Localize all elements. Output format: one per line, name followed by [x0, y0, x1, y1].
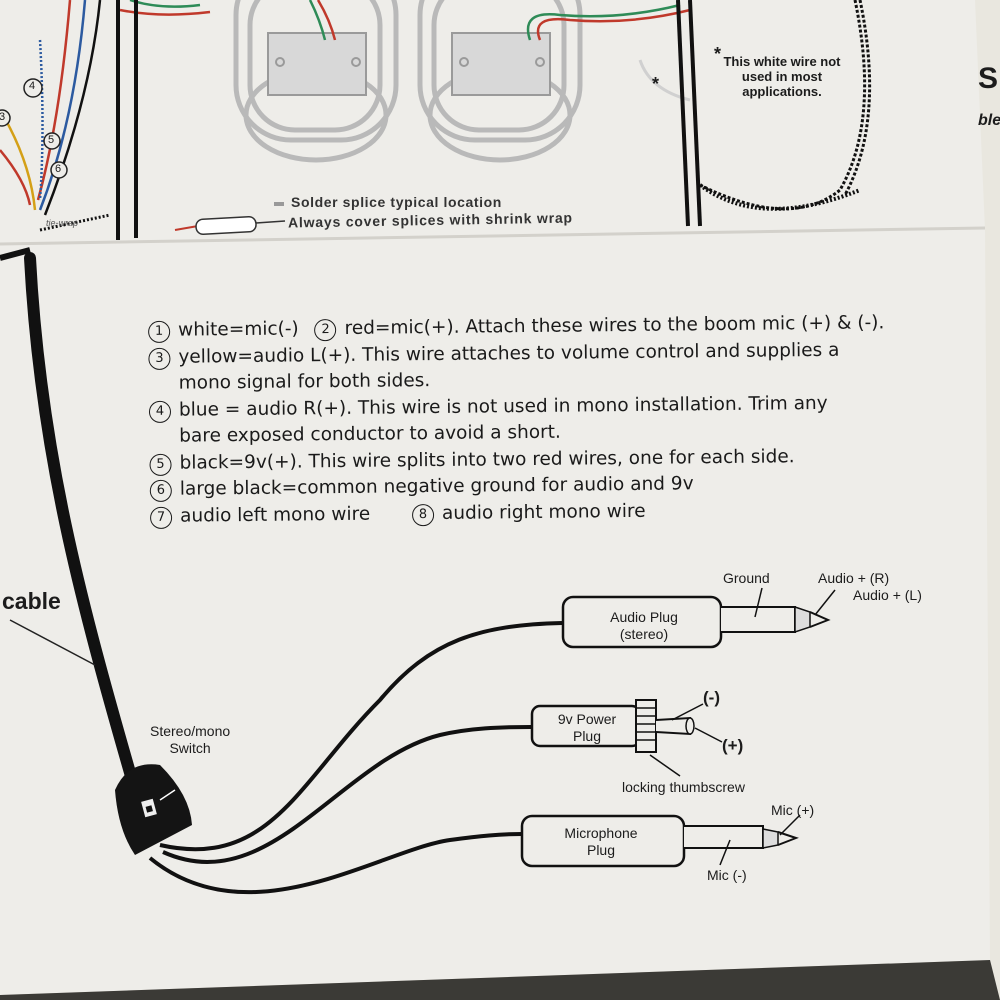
audio-r-label: Audio + (R)	[818, 570, 890, 586]
power-neg-label: (-)	[703, 688, 720, 707]
callout-5: 5	[48, 134, 55, 146]
power-pos-label: (+)	[722, 736, 744, 755]
white-wire-asterisk: *	[714, 44, 722, 64]
audio-plug-drawing	[561, 587, 836, 649]
power-plug-drawing	[530, 699, 723, 777]
top-callout-circles	[0, 78, 68, 179]
mic-plug-drawing	[520, 814, 801, 868]
legend-text: red=mic(+). Attach these wires to the bo…	[344, 312, 885, 339]
legend-num: 7	[149, 506, 173, 529]
legend-num: 4	[148, 400, 172, 423]
bottom-shadow	[0, 960, 1000, 1000]
cable-label: cable	[2, 588, 61, 614]
mic-neg-label: Mic (-)	[707, 867, 747, 883]
splice-icons	[174, 202, 286, 235]
callout-4: 4	[29, 80, 36, 92]
main-cable	[24, 252, 141, 796]
callout-6: 6	[55, 163, 62, 175]
wire-color-legend: 1 white=mic(-) 2 red=mic(+). Attach these …	[148, 310, 884, 530]
legend-text: audio left mono wire	[179, 503, 371, 527]
legend-num: 2	[314, 319, 337, 342]
cable-leader	[9, 619, 96, 666]
mic-plug-label: Microphone Plug	[564, 825, 638, 858]
legend-num: 8	[411, 503, 435, 526]
legend-text: white=mic(-)	[178, 318, 299, 341]
white-wire-note: This white wire not used in most applica…	[723, 54, 841, 99]
switch-label: Stereo/mono Switch	[150, 723, 231, 756]
white-wire-asterisk-2: *	[652, 74, 660, 94]
edge-fragment-ble: ble	[978, 112, 1000, 129]
power-plug-label: 9v Power Plug	[557, 711, 617, 744]
legend-num: 5	[149, 453, 172, 476]
tie-wrap-label: tie-wrap	[46, 218, 79, 228]
mic-pos-label: Mic (+)	[771, 802, 815, 818]
speaker-boards	[267, 32, 551, 96]
legend-text: large black=common negative ground for a…	[179, 473, 694, 500]
fold-line	[0, 226, 986, 246]
edge-fragment-s: S	[978, 62, 999, 95]
audio-plug-label: Audio Plug (stereo)	[610, 609, 678, 642]
top-cables	[0, 0, 872, 261]
legend-num: 6	[149, 479, 172, 502]
legend-text: blue = audio R(+). This wire is not used…	[178, 392, 828, 421]
audio-l-label: Audio + (L)	[853, 587, 922, 603]
plug-wires	[148, 621, 563, 895]
stereo-mono-switch	[115, 764, 192, 855]
legend-num: 1	[148, 320, 171, 343]
solder-splice-note: Solder splice typical location	[291, 194, 502, 210]
legend-text: audio right mono wire	[441, 500, 646, 524]
legend-num: 3	[148, 347, 171, 370]
legend-text: black=9v(+). This wire splits into two r…	[179, 445, 795, 474]
ground-label: Ground	[723, 570, 770, 586]
legend-text: yellow=audio L(+). This wire attaches to…	[178, 339, 840, 368]
callout-3: 3	[0, 111, 6, 123]
thumbscrew-label: locking thumbscrew	[622, 779, 745, 795]
